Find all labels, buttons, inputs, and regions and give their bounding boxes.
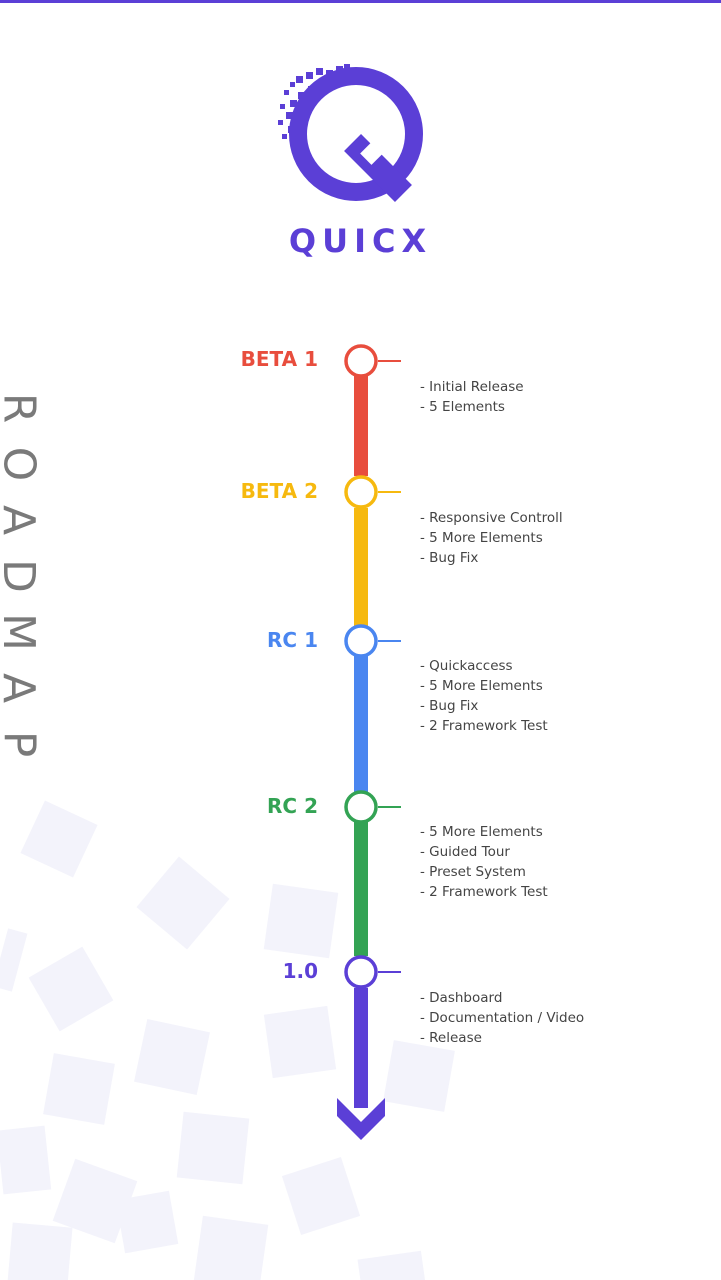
list-item: - Preset System — [420, 864, 526, 880]
timeline-node-rc2 — [344, 790, 401, 824]
stage-items-beta1: - Initial Release - 5 Elements — [420, 377, 524, 417]
list-item: - Dashboard — [420, 990, 503, 1006]
timeline-node-final — [344, 955, 401, 989]
timeline-segment-rc2 — [354, 822, 368, 956]
timeline-node-beta1 — [344, 344, 401, 378]
timeline-segment-beta1 — [354, 376, 368, 476]
list-item: - Quickaccess — [420, 658, 513, 674]
list-item: - Documentation / Video — [420, 1010, 585, 1026]
brand-name: QUICX — [288, 222, 433, 260]
arrow-head-icon — [337, 1098, 385, 1140]
timeline-node-beta2 — [344, 475, 401, 509]
list-item: - Initial Release — [420, 379, 524, 395]
timeline-segment-rc1 — [354, 656, 368, 792]
stage-label-rc2: RC 2 — [267, 794, 318, 818]
stage-items-rc2: - 5 More Elements - Guided Tour - Preset… — [420, 822, 548, 902]
timeline-segment-final — [354, 988, 368, 1108]
list-item: - 5 More Elements — [420, 678, 543, 694]
stage-label-beta2: BETA 2 — [240, 479, 318, 503]
timeline-segment-beta2 — [354, 508, 368, 626]
stage-label-beta1: BETA 1 — [240, 347, 318, 371]
stage-items-beta2: - Responsive Controll - 5 More Elements … — [420, 508, 563, 568]
list-item: - 5 More Elements — [420, 824, 543, 840]
list-item: - 5 Elements — [420, 399, 505, 415]
stage-label-final: 1.0 — [282, 959, 318, 983]
stage-items-rc1: - Quickaccess - 5 More Elements - Bug Fi… — [420, 656, 548, 736]
quicx-logo — [278, 64, 423, 202]
list-item: - Bug Fix — [420, 698, 479, 714]
list-item: - 5 More Elements — [420, 530, 543, 546]
list-item: - Release — [420, 1030, 482, 1046]
list-item: - 2 Framework Test — [420, 718, 548, 734]
top-border — [0, 0, 721, 3]
list-item: - Bug Fix — [420, 550, 479, 566]
stage-label-rc1: RC 1 — [267, 628, 318, 652]
list-item: - Responsive Controll — [420, 510, 563, 526]
list-item: - Guided Tour — [420, 844, 510, 860]
list-item: - 2 Framework Test — [420, 884, 548, 900]
stage-items-final: - Dashboard - Documentation / Video - Re… — [420, 988, 584, 1048]
timeline-node-rc1 — [344, 624, 401, 658]
